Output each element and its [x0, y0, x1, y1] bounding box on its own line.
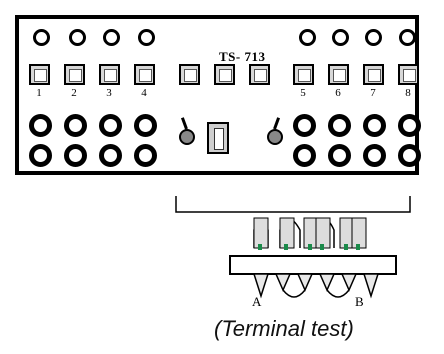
switch-number-6: 6 — [335, 87, 341, 99]
big-jack-l1[interactable] — [29, 114, 52, 137]
terminal-label-b: B — [355, 294, 364, 309]
terminal-strip — [229, 255, 397, 275]
switch-4[interactable] — [134, 64, 155, 85]
big-jack-r5[interactable] — [293, 144, 316, 167]
big-jack-l5[interactable] — [29, 144, 52, 167]
figure-caption: (Terminal test) — [214, 316, 354, 341]
big-jack-r8[interactable] — [398, 144, 421, 167]
ts713-front-panel: TS- 713 1 2 3 4 5 6 7 8 — [15, 15, 421, 175]
switch-number-5: 5 — [300, 87, 306, 99]
switch-number-7: 7 — [370, 87, 376, 99]
terminal-screws — [252, 273, 380, 299]
big-jack-r7[interactable] — [363, 144, 386, 167]
big-jack-l2[interactable] — [64, 114, 87, 137]
plug-2 — [279, 217, 295, 249]
small-jack-3[interactable] — [103, 29, 120, 46]
plug-3 — [303, 217, 319, 249]
switch-number-8: 8 — [405, 87, 411, 99]
connection-bracket — [175, 196, 411, 213]
small-jack-5[interactable] — [299, 29, 316, 46]
switch-6[interactable] — [328, 64, 349, 85]
small-jack-1[interactable] — [33, 29, 50, 46]
toggle-lever-right — [273, 117, 281, 130]
switch-1[interactable] — [29, 64, 50, 85]
switch-number-3: 3 — [106, 87, 112, 99]
cable-loops-bottom — [282, 289, 350, 298]
small-jack-7[interactable] — [365, 29, 382, 46]
plug-6 — [351, 217, 367, 249]
switch-center-2[interactable] — [214, 64, 235, 85]
big-jack-r1[interactable] — [293, 114, 316, 137]
small-jack-8[interactable] — [399, 29, 416, 46]
toggle-switch-left[interactable] — [179, 129, 195, 145]
plug-5 — [339, 217, 355, 249]
big-jack-l8[interactable] — [134, 144, 157, 167]
switch-3[interactable] — [99, 64, 120, 85]
switch-number-4: 4 — [141, 87, 147, 99]
big-jack-l7[interactable] — [99, 144, 122, 167]
big-jack-r2[interactable] — [328, 114, 351, 137]
toggle-switch-right[interactable] — [267, 129, 283, 145]
switch-center-3[interactable] — [249, 64, 270, 85]
big-jack-l4[interactable] — [134, 114, 157, 137]
terminal-label-a: A — [252, 294, 262, 309]
plug-1 — [253, 217, 269, 249]
switch-2[interactable] — [64, 64, 85, 85]
switch-7[interactable] — [363, 64, 384, 85]
small-jack-2[interactable] — [69, 29, 86, 46]
big-jack-l3[interactable] — [99, 114, 122, 137]
plug-4 — [315, 217, 331, 249]
cable-loops-top — [253, 218, 361, 248]
small-jack-4[interactable] — [138, 29, 155, 46]
big-jack-r4[interactable] — [398, 114, 421, 137]
toggle-lever-left — [180, 117, 188, 130]
rocker-switch[interactable] — [207, 122, 229, 154]
pin-row — [258, 244, 360, 250]
switch-center-1[interactable] — [179, 64, 200, 85]
switch-number-2: 2 — [71, 87, 77, 99]
big-jack-l6[interactable] — [64, 144, 87, 167]
big-jack-r6[interactable] — [328, 144, 351, 167]
switch-8[interactable] — [398, 64, 419, 85]
small-jack-6[interactable] — [332, 29, 349, 46]
panel-title: TS- 713 — [219, 49, 266, 64]
switch-number-1: 1 — [36, 87, 42, 99]
switch-5[interactable] — [293, 64, 314, 85]
big-jack-r3[interactable] — [363, 114, 386, 137]
